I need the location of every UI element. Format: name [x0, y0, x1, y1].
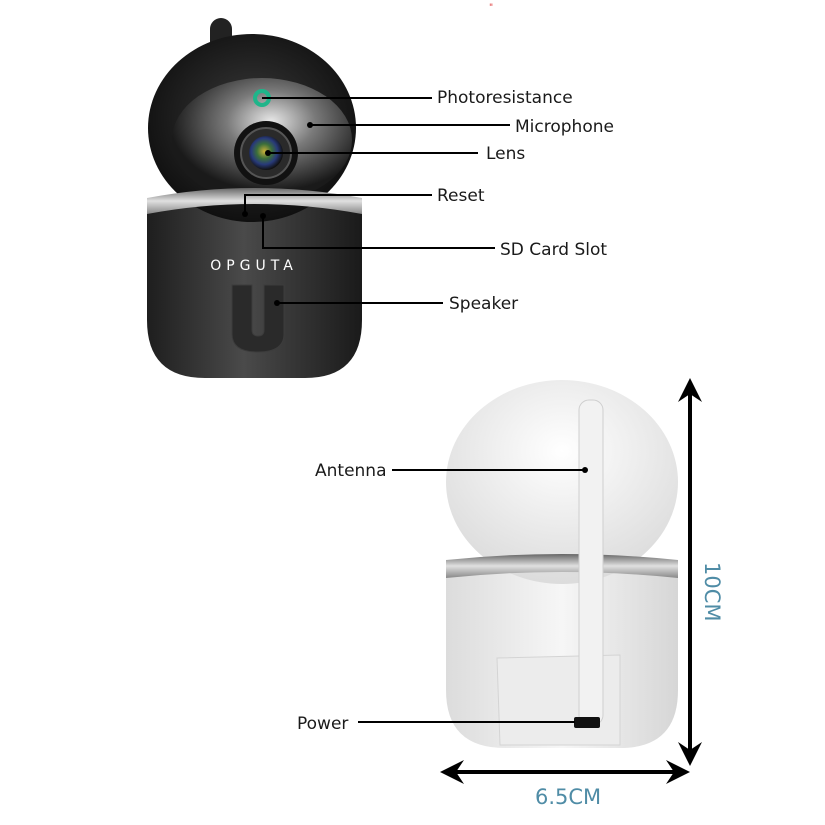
silver-rim-white [446, 554, 678, 578]
dome-white [446, 380, 678, 584]
width-dimension-arrow [440, 760, 690, 784]
base-body [147, 200, 362, 378]
power-port [574, 717, 600, 728]
label-reset: Reset [437, 186, 485, 206]
front-leader-lines [242, 97, 510, 306]
height-label: 10CM [700, 562, 724, 622]
front-camera-image: OPGUTA [147, 18, 362, 378]
label-lens: Lens [486, 144, 525, 164]
label-speaker: Speaker [449, 294, 518, 314]
stray-mark: " [489, 3, 493, 13]
antenna [578, 399, 604, 726]
height-dimension-arrow [678, 378, 702, 766]
label-sd-card-slot: SD Card Slot [500, 240, 607, 260]
label-antenna: Antenna [315, 461, 387, 481]
label-microphone: Microphone [515, 117, 614, 137]
back-camera-image [446, 380, 678, 748]
label-power: Power [297, 714, 348, 734]
speaker-grille-icon [231, 284, 285, 353]
width-label: 6.5CM [535, 785, 601, 809]
brand-logo: OPGUTA [210, 258, 298, 274]
label-photoresistance: Photoresistance [437, 88, 573, 108]
brand-logo-text: OPGUTA [210, 258, 298, 274]
